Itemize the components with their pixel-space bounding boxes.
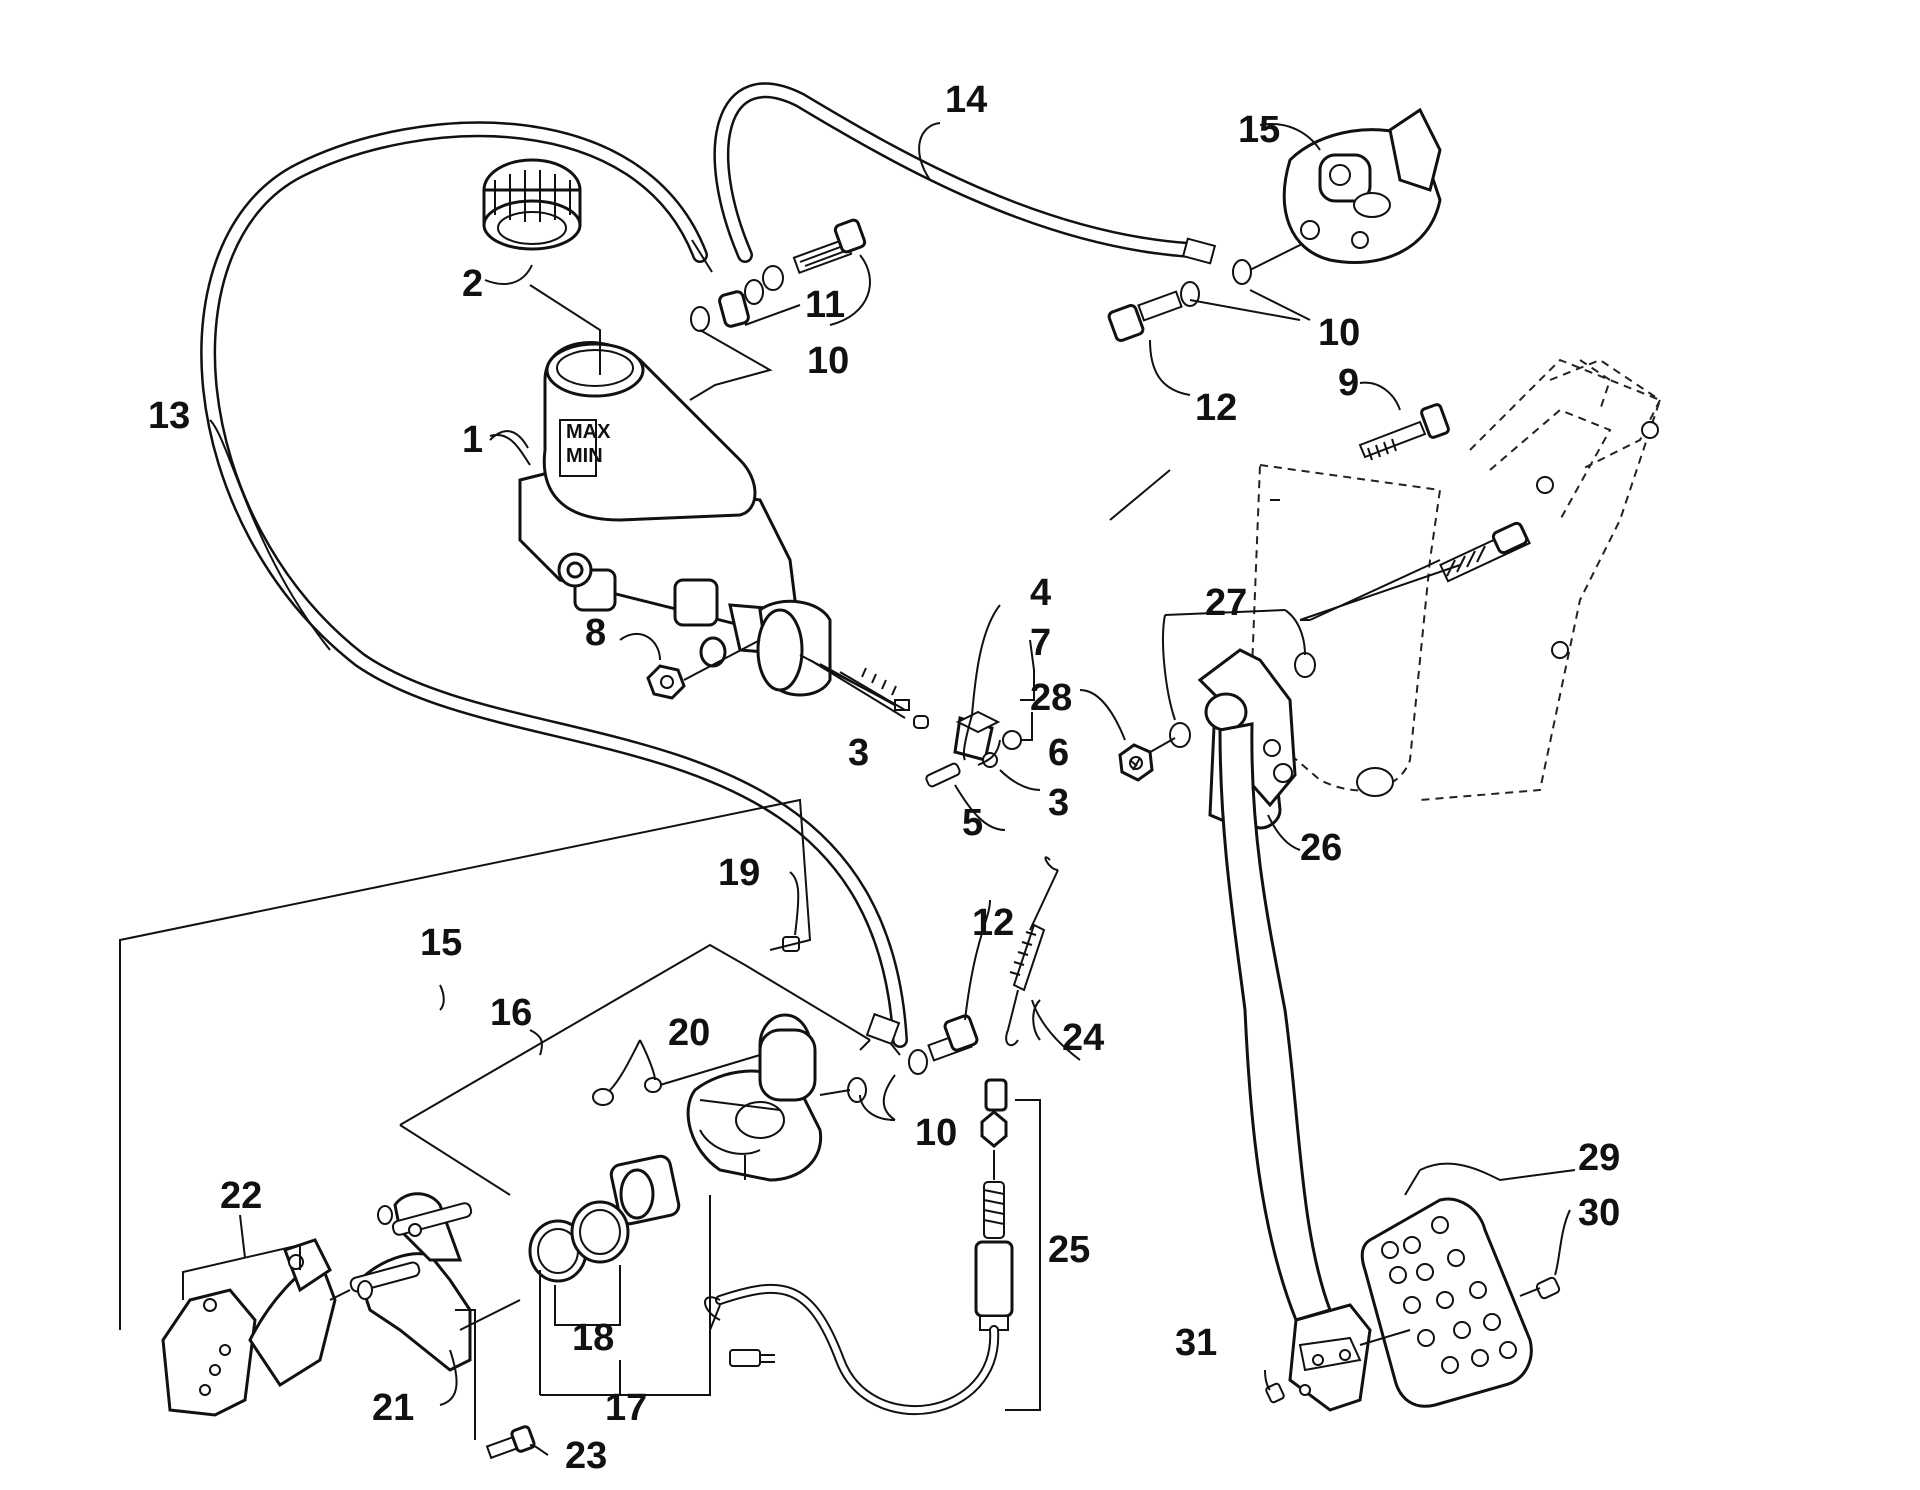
piston-seals-18 bbox=[528, 1200, 630, 1283]
callout-9: 9 bbox=[1338, 362, 1359, 404]
callout-16: 16 bbox=[490, 992, 532, 1034]
callout-20: 20 bbox=[668, 1012, 710, 1054]
callout-1: 1 bbox=[462, 419, 483, 461]
washers-27 bbox=[1144, 652, 1316, 756]
callout-6: 6 bbox=[1048, 732, 1069, 774]
reservoir-cap bbox=[482, 158, 582, 251]
callout-3a: 3 bbox=[848, 732, 869, 774]
reservoir-min-mark: MIN bbox=[566, 445, 603, 467]
pad-screw-30 bbox=[1519, 1276, 1561, 1300]
assembly-bracket-21-lines bbox=[439, 1309, 549, 1456]
pedal-push-rod bbox=[1439, 521, 1531, 583]
switch-line bbox=[1359, 1329, 1411, 1346]
bolt-12-lower bbox=[927, 1014, 979, 1062]
brake-hose-14 bbox=[713, 82, 1217, 265]
callout-2: 2 bbox=[462, 263, 483, 305]
caliper-body-16 bbox=[686, 1013, 823, 1182]
caliper-rear bbox=[1282, 107, 1442, 264]
callout-10c: 10 bbox=[915, 1112, 957, 1154]
brake-light-switch-25 bbox=[704, 1078, 1014, 1416]
callout-21: 21 bbox=[372, 1387, 414, 1429]
reservoir: MAX MIN bbox=[542, 341, 757, 522]
washers-10-lower bbox=[819, 1049, 928, 1103]
assembly-bracket-18-lines bbox=[554, 1265, 621, 1326]
assembly-bracket-15-lines bbox=[119, 798, 812, 1330]
assembly-bracket-16-lines bbox=[399, 943, 871, 1196]
callout-7: 7 bbox=[1030, 622, 1051, 664]
callout-15b: 15 bbox=[420, 922, 462, 964]
assembly-bracket-25-lines bbox=[1005, 1099, 1041, 1411]
leader-lines bbox=[209, 122, 1576, 1391]
bolt-12-top bbox=[1107, 290, 1183, 342]
callout-4: 4 bbox=[1030, 572, 1051, 614]
callout-3b: 3 bbox=[1048, 782, 1069, 824]
callout-11: 11 bbox=[805, 284, 845, 326]
callout-12a: 12 bbox=[1195, 387, 1237, 429]
nut-8 bbox=[646, 636, 761, 700]
callout-30: 30 bbox=[1578, 1192, 1620, 1234]
callout-14: 14 bbox=[945, 79, 987, 121]
banjo-bolt-11 bbox=[792, 218, 867, 275]
assembly-bracket-17-lines bbox=[539, 1195, 711, 1396]
pad-screw-31 bbox=[1265, 1382, 1285, 1404]
reservoir-max-mark: MAX bbox=[566, 421, 611, 443]
pedal-bolt-9 bbox=[1358, 403, 1450, 461]
axis-line-pedal bbox=[1109, 469, 1441, 621]
callout-17: 17 bbox=[605, 1387, 647, 1429]
assembly-bracket-22-lines bbox=[182, 1214, 301, 1300]
washers-10-right bbox=[1180, 259, 1252, 307]
callout-labels: 1 2 3 3 4 5 6 7 8 9 10 10 10 11 12 12 13… bbox=[148, 79, 1620, 1477]
brake-pads-22 bbox=[161, 1238, 337, 1417]
callout-19: 19 bbox=[718, 852, 760, 894]
callout-13: 13 bbox=[148, 395, 190, 437]
washers-20 bbox=[592, 1054, 761, 1106]
brake-pedal bbox=[1197, 648, 1372, 1412]
callout-18: 18 bbox=[572, 1317, 614, 1359]
brake-hose-13 bbox=[200, 121, 908, 1056]
caliper-bracket-21 bbox=[349, 1192, 473, 1372]
callout-25: 25 bbox=[1048, 1229, 1090, 1271]
leader-2 bbox=[529, 284, 601, 375]
callout-10b: 10 bbox=[1318, 312, 1360, 354]
callout-28: 28 bbox=[1030, 677, 1072, 719]
callout-10a: 10 bbox=[807, 340, 849, 382]
bolt-23 bbox=[485, 1425, 536, 1460]
callout-12b: 12 bbox=[972, 902, 1014, 944]
callout-26: 26 bbox=[1300, 827, 1342, 869]
axis-line-rod bbox=[1299, 564, 1461, 621]
pedal-pad bbox=[1360, 1197, 1533, 1408]
callout-22: 22 bbox=[220, 1175, 262, 1217]
callout-23: 23 bbox=[565, 1435, 607, 1477]
callout-27: 27 bbox=[1205, 582, 1247, 624]
callout-29: 29 bbox=[1578, 1137, 1620, 1179]
nut-28 bbox=[1118, 743, 1154, 782]
callout-24: 24 bbox=[1062, 1017, 1104, 1059]
callout-5: 5 bbox=[962, 802, 983, 844]
return-spring-24 bbox=[1005, 856, 1059, 1047]
caliper-axis-line bbox=[329, 1289, 521, 1331]
piston-17 bbox=[609, 1154, 681, 1226]
callout-15a: 15 bbox=[1238, 109, 1280, 151]
pedal-mount-bracket bbox=[1248, 358, 1662, 801]
washers-10-top bbox=[690, 265, 784, 332]
callout-31: 31 bbox=[1175, 1322, 1217, 1364]
callout-8: 8 bbox=[585, 612, 606, 654]
